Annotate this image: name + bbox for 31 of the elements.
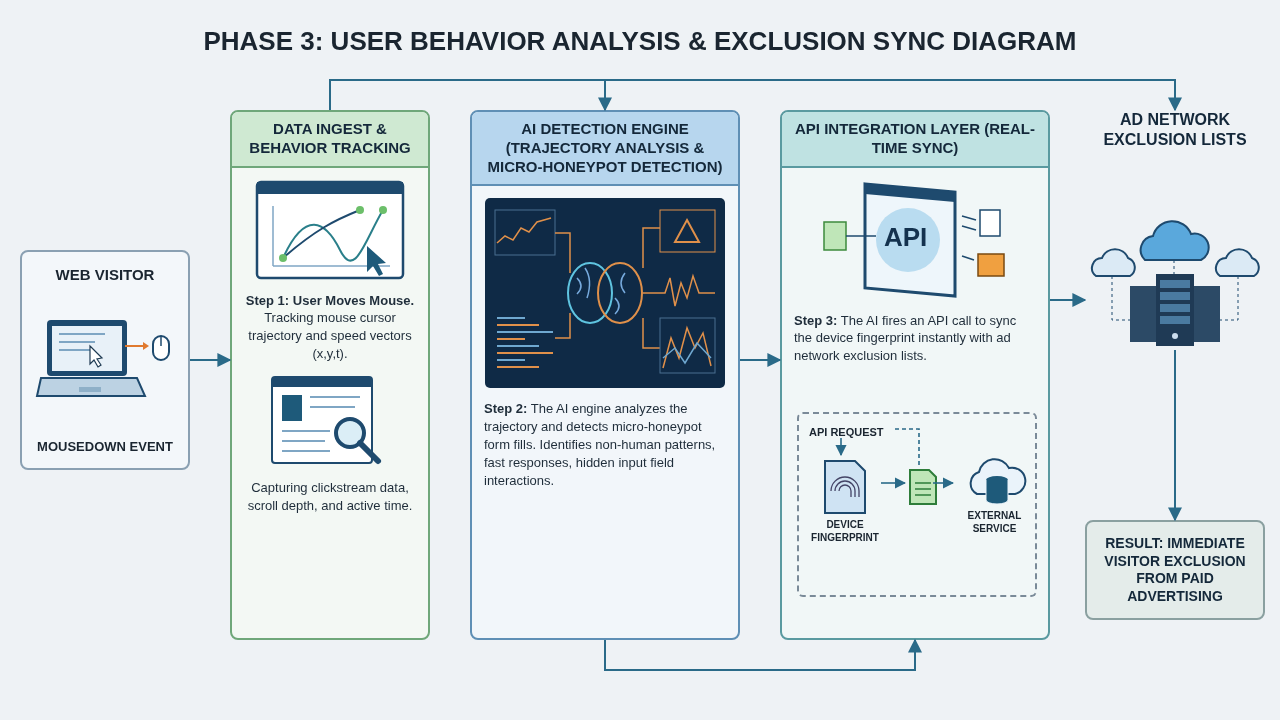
event-label: MOUSEDOWN EVENT — [37, 437, 173, 456]
arrow — [835, 437, 847, 457]
arrow — [880, 477, 907, 489]
arrow — [329, 79, 1182, 112]
dashed-group-box — [797, 412, 1037, 597]
arrow — [604, 638, 922, 671]
visitor-card — [20, 250, 190, 470]
node-title: AD NETWORK EXCLUSION LISTS — [1102, 110, 1248, 150]
panel-header: DATA INGEST & BEHAVIOR TRACKING — [232, 112, 428, 168]
step-description: Capturing clickstream data, scroll depth, and active time. — [246, 479, 414, 515]
fingerprint-label: DEVICE FINGERPRINT — [810, 519, 880, 544]
arrow — [739, 353, 782, 367]
process-panel — [780, 110, 1050, 640]
panel-header: AI DETECTION ENGINE (TRAJECTORY ANALYSIS & MICRO-HONEYPOT DETECTION) — [472, 112, 738, 187]
node-title: WEB VISITOR — [55, 265, 155, 285]
step-description: Step 2: The AI engine analyzes the trajectory and detects micro-honeypot form fills. Identifies non-human patterns, fast responses, hidden input field interactions. — [484, 400, 717, 490]
request-label: API REQUEST — [809, 424, 899, 442]
arrow — [1168, 349, 1182, 522]
arrow — [1049, 293, 1087, 307]
step-description: Step 1: User Moves Mouse. Tracking mouse cursor trajectory and speed vectors (x,y,t). — [244, 291, 416, 363]
process-panel — [470, 110, 740, 640]
diagram-title: PHASE 3: USER BEHAVIOR ANALYSIS & EXCLUSION SYNC DIAGRAM — [202, 25, 1078, 58]
panel-header: API INTEGRATION LAYER (REAL-TIME SYNC) — [782, 112, 1048, 168]
process-panel — [230, 110, 430, 640]
service-label: EXTERNAL SERVICE — [966, 510, 1023, 535]
api-label: API — [884, 223, 928, 250]
step-description: Step 3: The AI fires an API call to sync the device fingerprint instantly with ad network exclusion lists. — [794, 311, 1018, 366]
connector-line — [894, 428, 920, 466]
arrow — [932, 477, 955, 489]
result-box: RESULT: IMMEDIATE VISITOR EXCLUSION FROM PAID ADVERTISING — [1085, 520, 1265, 620]
arrow — [189, 353, 232, 367]
